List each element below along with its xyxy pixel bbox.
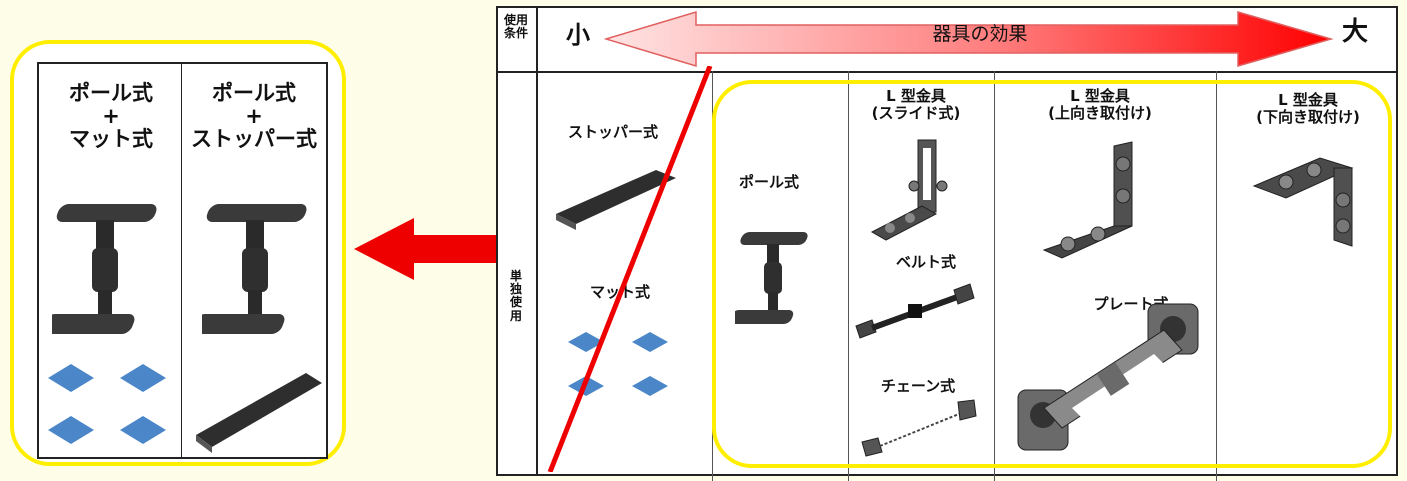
effect-arrow-label: 器具の効果 [932,23,1028,45]
usage-condition-label: 使用 条件 [498,13,534,41]
right-highlight-frame [712,80,1392,468]
scale-small-label: 小 [566,21,590,49]
l-bracket-up-label: L 型金具 (上向き取付け) [1000,88,1200,121]
chain-label: チェーン式 [880,377,956,395]
l-up-line1: L 型金具 [1070,87,1130,105]
stopper-label: ストッパー式 [567,123,658,141]
column-divider [994,71,995,481]
standalone-char1: 単 [509,269,522,283]
column-divider [1216,71,1217,481]
standalone-char2: 独 [509,282,522,297]
l-bracket-slide-illustration [870,139,948,241]
combo1-line1: ポール式 [69,81,153,105]
usage-condition-line1: 使用 [503,13,528,27]
combo2-line3: ストッパー式 [191,127,317,152]
standalone-use-label: 単 独 使 用 [500,269,532,323]
l-slide-line1: L 型金具 [886,87,946,105]
l-down-line2: (下向き取付け) [1256,107,1360,126]
label-column-divider [536,8,538,474]
l-slide-line2: (スライド式) [871,103,961,122]
scale-large-label: 大 [1342,17,1369,47]
plate-illustration [1017,303,1199,451]
stopper-illustration [556,170,676,230]
chain-illustration [861,399,977,457]
mat-pads-illustration-left [48,364,166,444]
combo2-line1: ポール式 [212,81,296,105]
header-divider [498,71,1396,73]
stopper-illustration-left [196,373,322,453]
pole-device-illustration-2 [202,204,307,334]
standalone-char4: 用 [509,308,522,323]
pole-illustration [735,232,808,324]
l-bracket-up-illustration [1042,141,1133,259]
combo2-title: ポール式 + ストッパー式 [182,81,326,152]
l-bracket-down-label: L 型金具 (下向き取付け) [1220,92,1396,125]
combo2-line2: + [245,104,263,129]
red-diagonal-line [547,66,713,472]
standalone-char3: 使 [509,295,522,310]
combo1-line2: + [102,104,120,129]
combo1-title: ポール式 + マット式 [40,81,182,152]
belt-label: ベルト式 [895,253,956,271]
column-divider [848,71,849,481]
l-bracket-down-illustration [1252,157,1354,247]
combo-divider [181,64,182,457]
pole-device-illustration-1 [52,204,157,334]
combo1-line3: マット式 [69,127,153,152]
belt-illustration [855,283,975,339]
pole-label: ポール式 [738,173,799,191]
l-bracket-slide-label: L 型金具 (スライド式) [846,88,986,121]
l-down-line1: L 型金具 [1278,91,1338,109]
effect-table [496,6,1398,481]
usage-condition-line2: 条件 [503,26,528,41]
effect-scale-arrow [604,10,1334,68]
l-up-line2: (上向き取付け) [1048,103,1152,122]
